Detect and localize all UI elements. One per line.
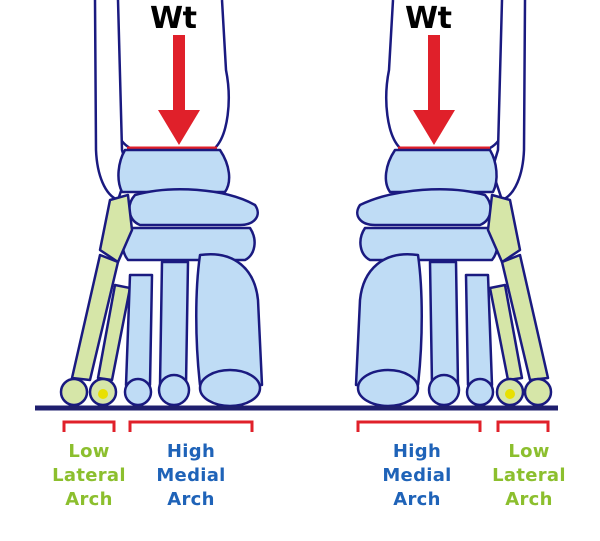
right-talus — [384, 148, 498, 194]
right-lateral-bracket — [496, 420, 550, 432]
right-weight-arrow — [413, 35, 455, 145]
brackets — [62, 420, 550, 432]
left-medial-line-1: High — [166, 441, 216, 462]
right-weight-label: Wt — [405, 1, 452, 36]
left-lateral-head-5 — [59, 377, 89, 407]
left-metatarsal-1 — [195, 252, 264, 387]
left-medial-line-3: Arch — [167, 489, 215, 510]
right-medial-line-1: High — [392, 441, 442, 462]
left-lateral-line-2: Lateral — [52, 465, 126, 486]
left-medial-arch-label: High Medial Arch — [136, 440, 246, 512]
right-cuneiforms — [359, 226, 499, 262]
left-lateral-metatarsal-4 — [96, 283, 132, 382]
right-lateral-line-2: Lateral — [492, 465, 566, 486]
right-medial-line-3: Arch — [393, 489, 441, 510]
left-navicular — [128, 188, 259, 227]
left-lateral-arch-label: Low Lateral Arch — [34, 440, 144, 512]
left-talus — [117, 148, 231, 194]
right-lateral-head-5 — [523, 377, 553, 407]
left-lateral-line-1: Low — [68, 441, 110, 462]
right-foot — [354, 0, 553, 408]
left-foot — [59, 0, 264, 408]
left-lateral-line-3: Arch — [65, 489, 113, 510]
right-cuboid — [486, 193, 522, 264]
left-weight-arrow — [158, 35, 200, 145]
right-metatarsal-2 — [428, 260, 460, 387]
right-head-3 — [465, 377, 495, 407]
left-weight-label: Wt — [150, 1, 197, 36]
left-metatarsal-2 — [158, 260, 190, 387]
left-head-1 — [198, 368, 262, 408]
right-lateral-highlight — [505, 389, 515, 399]
left-medial-bracket — [128, 420, 254, 432]
right-metatarsal-1 — [354, 252, 423, 387]
left-medial-line-2: Medial — [156, 465, 226, 486]
right-medial-bracket — [356, 420, 482, 432]
right-medial-line-2: Medial — [382, 465, 452, 486]
right-medial-arch-label: High Medial Arch — [362, 440, 472, 512]
right-head-2 — [427, 373, 461, 407]
left-metatarsal-3 — [124, 273, 154, 387]
right-metatarsal-3 — [464, 273, 494, 387]
left-lateral-metatarsal-5 — [70, 253, 120, 382]
right-lateral-metatarsal-5 — [500, 253, 550, 382]
left-head-3 — [123, 377, 153, 407]
right-head-1 — [356, 368, 420, 408]
left-lateral-bracket — [62, 420, 116, 432]
right-lateral-arch-label: Low Lateral Arch — [474, 440, 584, 512]
left-cuneiforms — [121, 226, 256, 262]
left-head-2 — [157, 373, 191, 407]
left-lateral-highlight — [98, 389, 108, 399]
left-cuboid — [98, 193, 134, 264]
right-lateral-line-1: Low — [508, 441, 550, 462]
right-lateral-line-3: Arch — [505, 489, 553, 510]
right-navicular — [356, 188, 492, 227]
